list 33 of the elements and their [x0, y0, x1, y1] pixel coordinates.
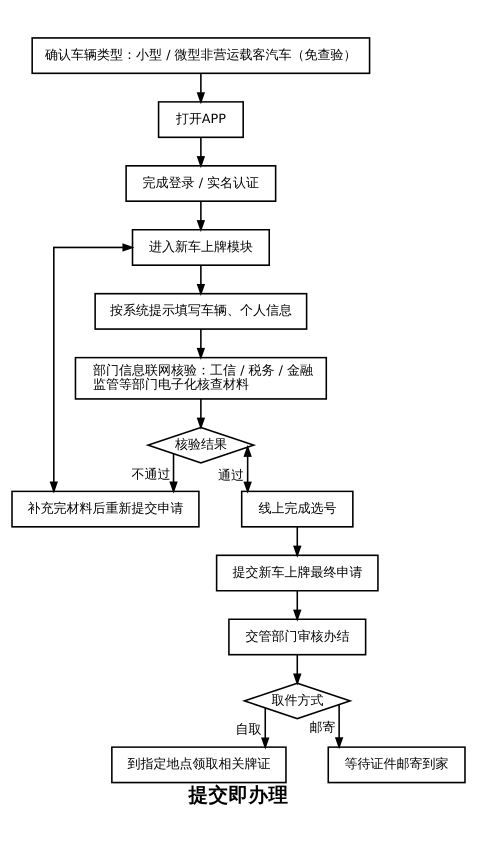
arrow — [196, 136, 206, 168]
edge-label: 通过 — [218, 468, 244, 484]
edge-label: 不通过 — [131, 466, 170, 482]
caption: 提交即办理 — [188, 782, 288, 806]
arrow — [243, 444, 252, 494]
arrow — [196, 72, 206, 104]
node-diamond: 取件方式 — [242, 682, 353, 719]
arrow — [293, 654, 302, 686]
arrow — [196, 398, 206, 430]
node-box: 提交新车上牌最终申请 — [216, 554, 379, 592]
node-box: 打开APP — [158, 100, 244, 138]
arrow — [196, 264, 206, 296]
node-box: 到指定地点领取相关牌证 — [111, 746, 287, 783]
node-box: 线上完成选号 — [240, 490, 354, 528]
node-box: 按系统提示填写车辆、个人信息 — [94, 292, 308, 330]
node-diamond: 核验结果 — [146, 426, 256, 464]
edge-label: 邮寄 — [309, 720, 336, 736]
node-box: 部门信息联网核验：工信 / 税务 / 金融监管等部门电子化核查材料 — [74, 356, 328, 400]
arrow — [261, 708, 270, 749]
arrow — [293, 590, 302, 622]
node-box: 等待证件邮寄到家 — [327, 746, 466, 783]
arrow — [334, 704, 344, 749]
node-box: 完成登录 / 实名认证 — [125, 164, 276, 202]
node-box: 补充完材料后重新提交申请 — [11, 490, 200, 528]
node-box: 确认车辆类型：小型 / 微型非营运载客汽车（免查验） — [31, 36, 370, 74]
arrow — [293, 526, 302, 558]
arrow — [50, 242, 134, 493]
arrow — [169, 453, 178, 494]
arrow — [196, 200, 206, 232]
node-box: 交管部门审核办结 — [228, 618, 366, 655]
edge-label: 自取 — [236, 722, 262, 737]
arrow — [196, 328, 206, 360]
node-box: 进入新车上牌模块 — [132, 228, 270, 266]
